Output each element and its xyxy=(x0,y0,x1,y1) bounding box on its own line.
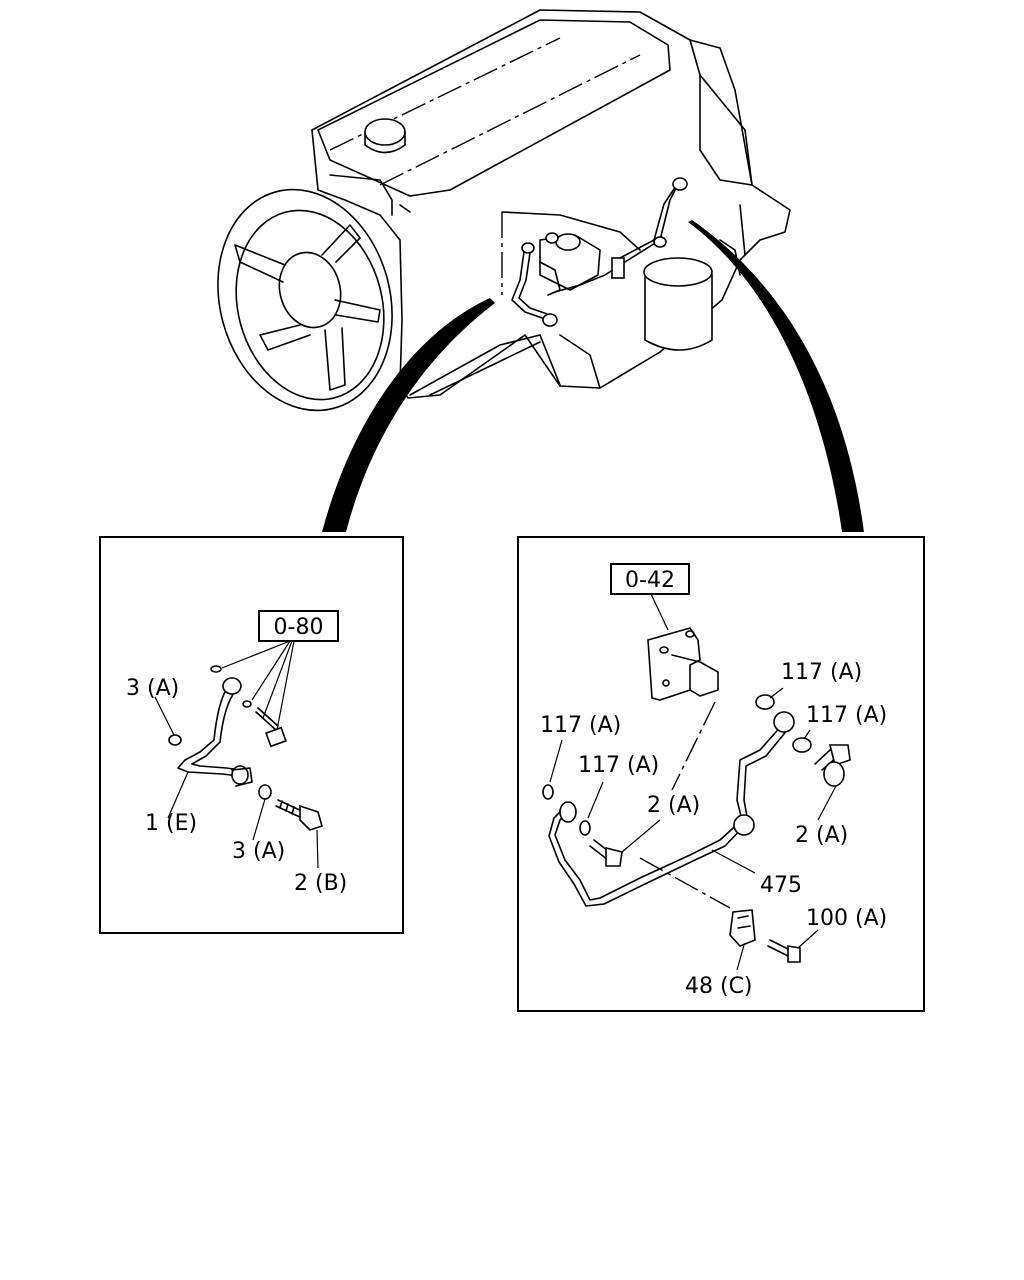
washer-117a-4 xyxy=(579,820,591,836)
eye-bolt-2b xyxy=(275,799,323,831)
callout-117a-left: 117 (A) xyxy=(540,713,621,738)
callout-475: 475 xyxy=(760,873,802,898)
washer-117a-2 xyxy=(792,737,812,753)
bolt-100a xyxy=(767,939,801,963)
callout-1e: 1 (E) xyxy=(145,811,197,836)
washer-117a-1 xyxy=(755,694,775,710)
callout-100a: 100 (A) xyxy=(806,906,887,931)
callout-3a-lower: 3 (A) xyxy=(232,839,285,864)
callout-48c: 48 (C) xyxy=(685,974,753,999)
eye-bolt-2a-right xyxy=(814,744,851,787)
eye-bolt-2a-left xyxy=(589,839,623,867)
callout-2a-right: 2 (A) xyxy=(795,823,848,848)
left-detail-panel: 0-80 3 (A) 1 (E) 3 (A) xyxy=(99,536,404,934)
right-detail-panel: 0-42 xyxy=(517,536,925,1012)
washer-3a-lower xyxy=(258,784,272,800)
callout-2b: 2 (B) xyxy=(294,871,347,896)
washer-117a-3 xyxy=(542,784,554,800)
ref-box-0-42 xyxy=(610,563,690,595)
engine-assembly-illustration xyxy=(217,9,791,412)
ref-label-0-80: 0-80 xyxy=(274,615,324,640)
ref-box-0-80 xyxy=(258,610,339,642)
washer-3a-upper xyxy=(168,734,182,746)
detail-pointer-arc-left xyxy=(322,298,495,532)
callout-117a-middle: 117 (A) xyxy=(578,753,659,778)
callout-2a-middle: 2 (A) xyxy=(647,793,700,818)
oil-pipe-475 xyxy=(548,711,795,907)
callout-3a-upper: 3 (A) xyxy=(126,676,179,701)
callout-117a-right: 117 (A) xyxy=(806,703,887,728)
callout-117a-top-right: 117 (A) xyxy=(781,660,862,685)
detail-pointer-arc-right xyxy=(688,220,864,532)
ref-label-0-42: 0-42 xyxy=(625,568,675,593)
bracket xyxy=(647,627,719,701)
clamp-48c xyxy=(729,909,756,947)
